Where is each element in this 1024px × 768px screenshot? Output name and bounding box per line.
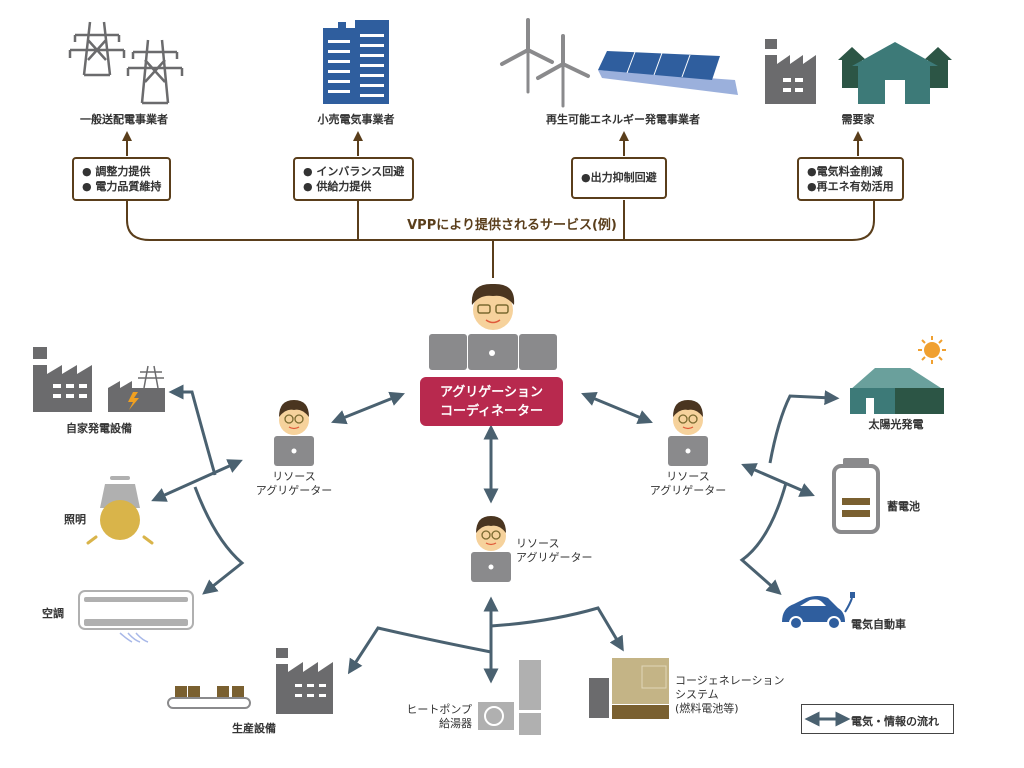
office-building-icon — [323, 20, 389, 104]
aggregator-label-line2: アグリゲーター — [255, 484, 333, 497]
resource-label-air-conditioner: 空調 — [42, 607, 64, 620]
resource-label-cogeneration: コージェネレーション システム (燃料電池等) — [675, 674, 785, 716]
resource-label-self-generation: 自家発電設備 — [66, 422, 132, 435]
service-box-consumer: ●電気料金削減 ●再エネ有効活用 — [797, 157, 904, 201]
battery-icon — [832, 458, 880, 534]
heatpump-line1: ヒートポンプ — [406, 703, 472, 716]
recipient-label-renewable: 再生可能エネルギー発電事業者 — [546, 113, 700, 126]
wind-turbine-icon — [500, 18, 590, 108]
aggregator-label-left: リソース アグリゲーター — [256, 470, 332, 498]
heat-pump-icon — [478, 660, 541, 735]
resource-label-ev: 電気自動車 — [851, 618, 906, 631]
self-generation-icon — [33, 347, 165, 412]
aggregator-label-line2: アグリゲーター — [516, 551, 593, 564]
solar-house-icon — [850, 336, 946, 414]
service-box-renewable: ●出力抑制回避 — [571, 157, 667, 199]
factory-houses-icon — [765, 39, 952, 104]
flow-arrows — [151, 384, 840, 684]
resource-label-production: 生産設備 — [232, 722, 276, 735]
transmission-tower-icon — [68, 21, 184, 105]
aggregator-label-right: リソース アグリゲーター — [650, 470, 726, 498]
electric-car-icon — [782, 592, 855, 630]
solar-panel-icon — [598, 51, 738, 95]
cogeneration-icon — [589, 658, 669, 719]
coordinator-person-icon — [429, 283, 557, 370]
coordinator-line1: アグリゲーション — [439, 385, 544, 400]
coordinator-line2: コーディネーター — [439, 404, 544, 419]
service-item: ● インバランス回避 — [303, 165, 405, 178]
service-connectors — [122, 131, 875, 278]
legend-box: 電気・情報の流れ — [801, 704, 954, 734]
services-title: VPPにより提供されるサービス(例) — [403, 214, 621, 233]
aggregator-person-icon-left — [274, 400, 314, 466]
service-item: ●再エネ有効活用 — [807, 180, 894, 193]
lighting-icon — [86, 476, 154, 545]
resource-label-solar: 太陽光発電 — [868, 418, 924, 431]
recipient-label-consumer: 需要家 — [841, 113, 875, 126]
air-conditioner-icon — [78, 590, 194, 643]
aggregator-label-line2: アグリゲーター — [649, 484, 727, 497]
service-item: ● 電力品質維持 — [82, 180, 162, 193]
service-item: ●出力抑制回避 — [581, 171, 657, 184]
aggregator-label-line1: リソース — [272, 470, 316, 483]
aggregation-coordinator-box: アグリゲーション コーディネーター — [420, 377, 563, 426]
service-item: ● 調整力提供 — [82, 165, 151, 178]
service-item: ● 供給力提供 — [303, 180, 372, 193]
resource-label-battery: 蓄電池 — [887, 500, 920, 513]
aggregator-person-icon-center — [471, 516, 511, 582]
service-box-retailer: ● インバランス回避 ● 供給力提供 — [293, 157, 415, 201]
service-box-grid-operator: ● 調整力提供 ● 電力品質維持 — [72, 157, 172, 201]
aggregator-label-line1: リソース — [516, 537, 560, 550]
resource-label-lighting: 照明 — [64, 513, 86, 526]
heatpump-line2: 給湯器 — [439, 717, 472, 730]
aggregator-label-center: リソース アグリゲーター — [516, 537, 592, 565]
cogen-line1: コージェネレーション — [675, 674, 785, 687]
cogen-line2: システム — [675, 688, 719, 701]
recipient-label-retailer: 小売電気事業者 — [317, 113, 395, 126]
cogen-line3: (燃料電池等) — [675, 702, 739, 715]
resource-label-heatpump: ヒートポンプ 給湯器 — [402, 703, 472, 731]
production-equipment-icon — [167, 648, 333, 714]
service-item: ●電気料金削減 — [807, 165, 883, 178]
legend-label: 電気・情報の流れ — [851, 715, 939, 728]
aggregator-person-icon-right — [668, 400, 708, 466]
recipient-label-grid-operator: 一般送配電事業者 — [80, 113, 168, 126]
aggregator-label-line1: リソース — [666, 470, 710, 483]
